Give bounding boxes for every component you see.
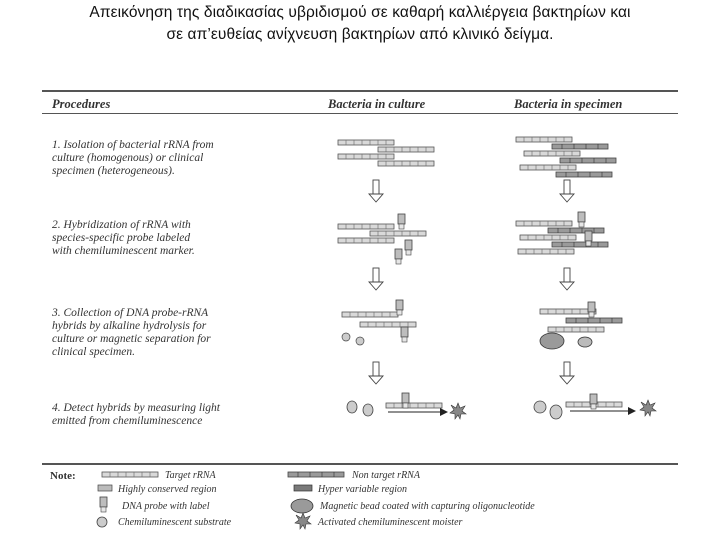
specimen-arrow-down-icon: [560, 268, 574, 290]
legend-dna-probe-label: DNA probe with label: [122, 501, 210, 512]
legend-target-rrna-label: Target rRNA: [165, 470, 216, 481]
legend-chemiluminescent-substrate-label: Chemiluminescent substrate: [118, 517, 231, 528]
legend-magnetic-bead-icon: [291, 499, 313, 513]
specimen-step4-detection: [534, 394, 656, 419]
culture-step3-collection: [342, 300, 416, 345]
legend-conserved-region-label: Highly conserved region: [118, 484, 217, 495]
legend-conserved-region-icon: [98, 485, 112, 491]
legend-hypervariable-region-icon: [294, 485, 312, 491]
culture-arrow-down-icon: [369, 362, 383, 384]
specimen-arrow-down-icon: [560, 180, 574, 202]
specimen-arrow-down-icon: [560, 362, 574, 384]
legend-dna-probe-icon: [100, 497, 107, 512]
culture-arrow-down-icon: [369, 268, 383, 290]
culture-step2-hybrid: [338, 214, 426, 264]
culture-step1-rrna: [338, 140, 434, 166]
note-label: Note:: [50, 470, 76, 482]
legend-non-target-rrna-icon: [288, 472, 344, 477]
legend-magnetic-bead-label: Magnetic bead coated with capturing olig…: [320, 501, 535, 512]
legend-activated-moister-icon: [295, 513, 311, 529]
culture-step4-detection: [347, 393, 466, 419]
legend-hypervariable-region-label: Hyper variable region: [318, 484, 407, 495]
legend-chemiluminescent-substrate-icon: [97, 517, 107, 527]
legend-activated-moister-label: Activated chemiluminescent moister: [318, 517, 462, 528]
specimen-step2-hybrid: [516, 212, 608, 254]
specimen-step1-rrna: [516, 137, 616, 177]
legend-target-rrna-icon: [102, 472, 158, 477]
legend-non-target-rrna-label: Non target rRNA: [352, 470, 420, 481]
culture-arrow-down-icon: [369, 180, 383, 202]
specimen-step3-magnetic-separation: [540, 302, 622, 349]
